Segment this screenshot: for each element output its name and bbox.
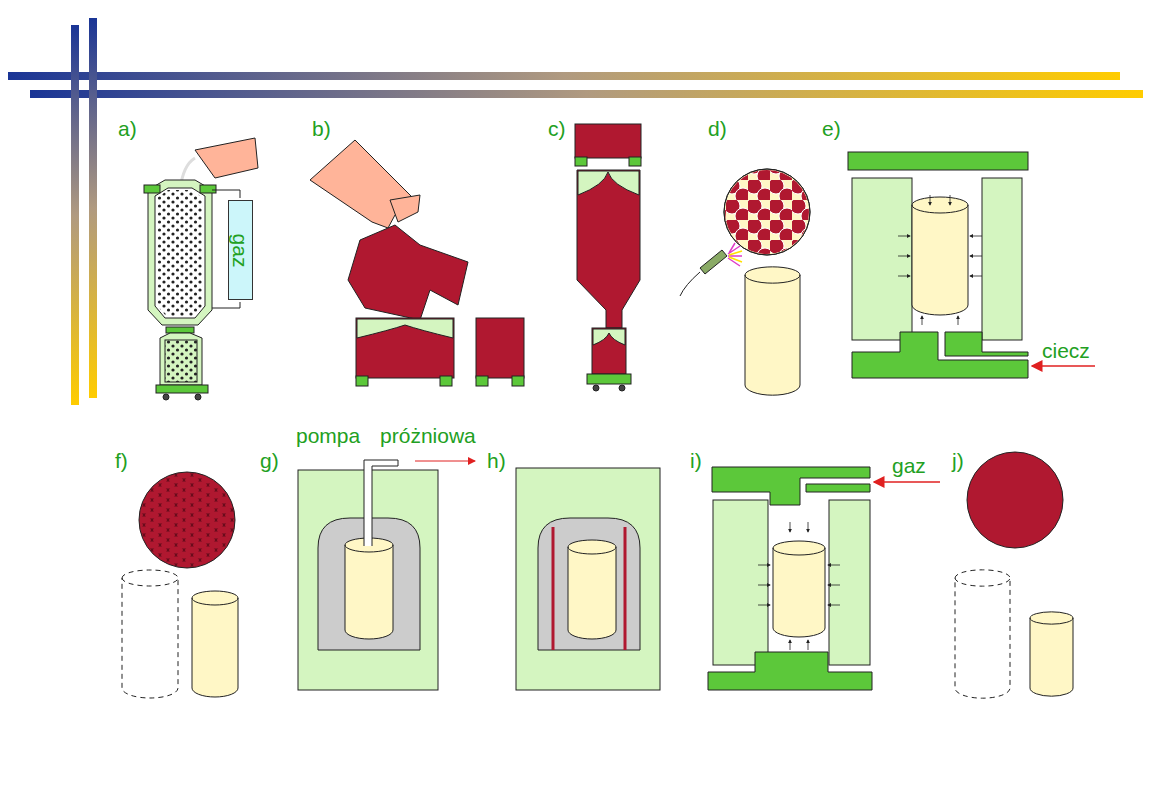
panel-label: g)	[260, 450, 279, 471]
panel-label: e)	[822, 118, 841, 139]
gas-box: gaz	[228, 200, 253, 300]
panel-label: c)	[548, 118, 566, 139]
panel-label: pompa próżniowa	[296, 425, 476, 446]
panel-label: f)	[115, 450, 128, 471]
panel-label: j)	[952, 450, 964, 471]
panel-label: gaz	[892, 455, 926, 476]
panel-label: i)	[690, 450, 702, 471]
gas-label: gaz	[230, 233, 251, 267]
panel-label: b)	[312, 118, 331, 139]
panel-label: ciecz	[1042, 340, 1090, 361]
panel-label: a)	[118, 118, 137, 139]
panel-label: h)	[487, 450, 506, 471]
panel-label: d)	[708, 118, 727, 139]
